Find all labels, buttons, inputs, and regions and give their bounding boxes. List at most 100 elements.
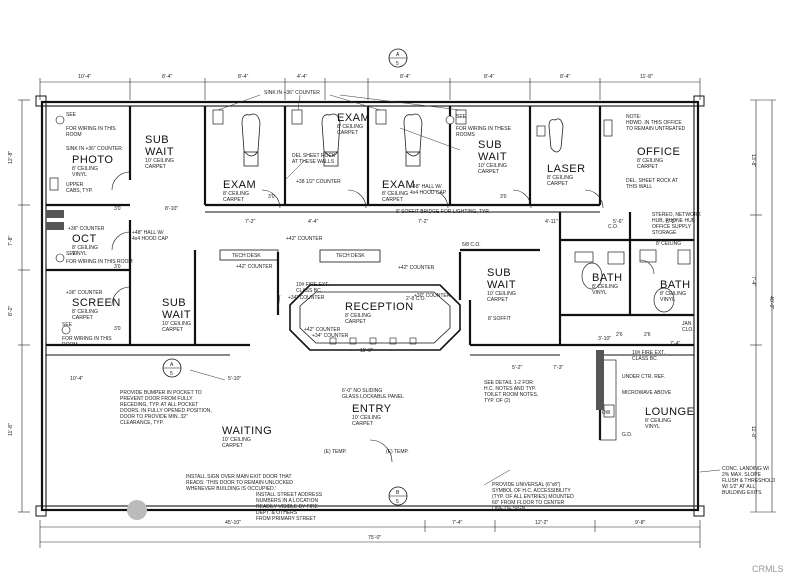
fixtures [49,109,691,441]
svg-text:60" FROM FLOOR TO CENTER: 60" FROM FLOOR TO CENTER [492,500,565,506]
note-see-wiring-4: SEE FOR WIRING IN THESE ROOMS [456,114,512,138]
room-oct: OCT 8' CEILING VINYL [72,233,98,257]
svg-text:TYP. OF (2): TYP. OF (2) [484,398,511,404]
note-bumper: PROVIDE BUMPER IN POCKET TO PREVENT DOOR… [120,390,212,426]
room-title: WAIT [162,309,191,321]
note-gd: G.D. [622,432,632,438]
dim-inner-11: 5'-2" [512,365,522,371]
dim-inner-13: 3'-10" [598,336,611,342]
room-laser: LASER 8' CEILING CARPET [547,163,585,187]
note-exit-sign: INSTALL SIGN OVER MAIN EXIT DOOR THAT RE… [186,474,293,492]
room-sub: 10' CEILING [145,158,174,164]
note-microwave: MICROWAVE ABOVE [622,390,672,396]
svg-text:JAN: JAN [682,321,692,327]
svg-text:5/8 C.O.: 5/8 C.O. [462,242,481,248]
dim-bottom-2: 7'-4" [452,520,462,526]
note-hc-notes: SEE DETAIL 1-2 FOR H.C. NOTES AND TYP. T… [484,380,538,404]
svg-text:4x4 HOOD CAP: 4x4 HOOD CAP [132,236,169,242]
section-marker-top: A 5 [388,48,408,68]
room-title: ENTRY [352,403,392,415]
svg-text:NOTE:: NOTE: [626,114,641,120]
room-sub: CARPET [382,197,404,203]
note-see-wiring-3: SEE FOR WIRING IN THIS ROOM [62,322,112,348]
room-exam-1: EXAM 8' CEILING CARPET [223,179,256,203]
svg-text:SEE: SEE [66,112,77,118]
svg-text:2% MAX. SLOPE: 2% MAX. SLOPE [722,472,762,478]
dim-inner-1: 10'-4" [70,376,83,382]
dim-inner-3: 8'-10" [165,206,178,212]
note-temp-1: (E) TEMP. [324,449,347,455]
room-sub: 10' CEILING [478,163,507,169]
svg-text:AT THESE WALLS: AT THESE WALLS [292,159,335,165]
svg-text:FOR WIRING IN THESE: FOR WIRING IN THESE [456,126,512,132]
svg-text:WHENEVER BUILDING IS OCCUPIED.: WHENEVER BUILDING IS OCCUPIED.' [186,486,276,492]
room-sub: VINYL [72,251,87,257]
room-title: SCREEN [72,297,121,309]
room-title: EXAM [382,179,415,191]
room-sub: 8' CEILING [72,166,98,172]
room-title: PHOTO [72,154,113,166]
note-sliding-glass: 6'-0" NO SLIDING GLASS LOCKABLE PANEL [342,388,404,400]
room-sub-wait-3: SUB WAIT 10' CEILING CARPET [478,139,507,175]
svg-text:W/ 1/2" AT ALL: W/ 1/2" AT ALL [722,484,755,490]
svg-text:5: 5 [396,61,399,67]
svg-text:CLEARANCE, TYP.: CLEARANCE, TYP. [120,420,164,426]
svg-text:ROOM: ROOM [62,342,78,348]
svg-text:NUMBERS IN A LOCATION: NUMBERS IN A LOCATION [256,498,319,504]
room-title: BATH [660,279,691,291]
room-sub-wait-2: SUB WAIT 10' CEILING CARPET [162,297,191,333]
dim-bottom-1: 45'-10" [225,520,241,526]
note-hc-symbol: PROVIDE UNIVERSAL (6"x8") SYMBOL OF H.C.… [492,482,574,512]
room-sub: 8' CEILING [645,418,671,424]
room-sub: 8' CEILING [72,245,98,251]
room-title: EXAM [223,179,256,191]
room-title: WAITING [222,425,272,437]
svg-text:INSTALL STREET ADDRESS: INSTALL STREET ADDRESS [256,492,323,498]
exam-chairs [241,113,564,167]
section-marker-bottom: B 5 [388,486,408,506]
note-office: NOTE: HDWD. IN THIS OFFICE TO REMAIN UNT… [626,114,686,132]
room-sub: 8' CEILING [660,291,686,297]
svg-text:HUB, PHONE HUB: HUB, PHONE HUB [652,218,696,224]
room-sub: 10' CEILING [222,437,251,443]
room-photo: PHOTO 8' CEILING VINYL [72,154,113,178]
svg-text:2'6: 2'6 [616,332,623,338]
note-soffit-bridge: 8' SOFFIT BRIDGE FOR LIGHTING, TYP. [396,209,489,215]
room-title: EXAM [337,112,370,124]
room-sub: 8' CEILING [547,175,573,181]
room-sub: VINYL [645,424,660,430]
svg-text:STORAGE: STORAGE [652,230,677,236]
note-counter-34-b: +34" COUNTER [312,333,349,339]
dim-left-1: 12'-8" [8,151,14,164]
svg-text:ROOM: ROOM [66,132,82,138]
note-counter-42-c: +42" COUNTER [398,265,435,271]
room-sub: CARPET [352,421,374,427]
svg-text:GLASS LOCKABLE PANEL: GLASS LOCKABLE PANEL [342,394,404,400]
note-fire-ext-2: 10# FIRE EXT. CLASS BC [632,350,665,362]
svg-text:3'0: 3'0 [268,194,275,200]
svg-text:10# FIRE EXT.: 10# FIRE EXT. [632,350,665,356]
svg-text:PREVENT DOOR FROM FULLY: PREVENT DOOR FROM FULLY [120,396,193,402]
note-counter-42-b: +42" COUNTER [236,264,273,270]
svg-text:FOR WIRING IN THIS: FOR WIRING IN THIS [62,336,112,342]
svg-text:SEE: SEE [62,322,73,328]
dim-inner-6: 7'-2" [418,219,428,225]
room-title: LOUNGE [645,406,694,418]
room-waiting: WAITING 10' CEILING CARPET [222,425,272,449]
note-counter-42-a: +42" COUNTER [286,236,323,242]
svg-text:+48" HALL W/: +48" HALL W/ [410,184,442,190]
svg-text:THIS WALL: THIS WALL [626,184,652,190]
dim-top-5: 8'-4" [400,74,410,80]
note-see-wiring-2: SEE FOR WIRING IN THIS ROOM [66,251,133,265]
note-sink-left: SINK IN +36" COUNTER [66,146,122,152]
note-landing: CONC. LANDING W/ 2% MAX. SLOPE FLUSH & T… [722,466,776,496]
svg-text:RECEDING, TYP. AT ALL POCKET: RECEDING, TYP. AT ALL POCKET [120,402,198,408]
room-title: WAIT [145,146,174,158]
svg-text:H.C. NOTES AND TYP.: H.C. NOTES AND TYP. [484,386,536,392]
svg-text:3'0: 3'0 [114,264,121,270]
svg-text:OFFICE SUPPLY: OFFICE SUPPLY [652,224,692,230]
svg-text:FROM PRIMARY STREET: FROM PRIMARY STREET [256,516,316,522]
room-sub: CARPET [547,181,569,187]
svg-text:DOORS. IN FULLY OPENED POSITIO: DOORS. IN FULLY OPENED POSITION, [120,408,212,414]
room-labels: PHOTO 8' CEILING VINYL OCT 8' CEILING VI… [72,112,694,449]
